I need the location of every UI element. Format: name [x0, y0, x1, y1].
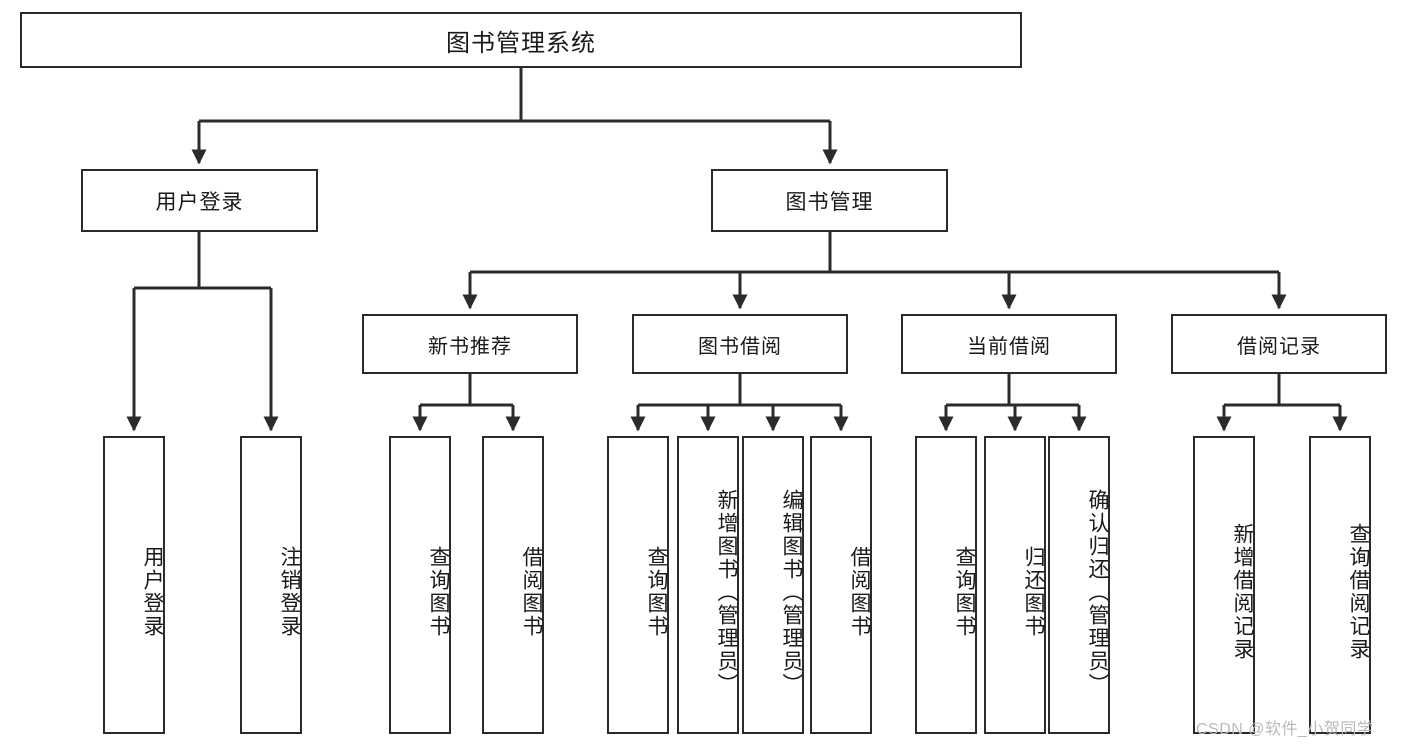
leaf-query-book-borrow[interactable]: 查询图书 — [607, 436, 669, 734]
node-borrow-record[interactable]: 借阅记录 — [1171, 314, 1387, 374]
leaf-query-book-current[interactable]: 查询图书 — [915, 436, 977, 734]
leaf-borrow-book[interactable]: 借阅图书 — [810, 436, 872, 734]
node-book-borrow[interactable]: 图书借阅 — [632, 314, 848, 374]
leaf-add-book-admin[interactable]: 新增图书（管理员） — [677, 436, 739, 734]
leaf-query-book-recommend[interactable]: 查询图书 — [389, 436, 451, 734]
watermark: CSDN @软件_小贺同学 — [1196, 721, 1374, 738]
node-current-borrow[interactable]: 当前借阅 — [901, 314, 1117, 374]
leaf-add-borrow-record[interactable]: 新增借阅记录 — [1193, 436, 1255, 734]
leaf-logout[interactable]: 注销登录 — [240, 436, 302, 734]
node-root-system[interactable]: 图书管理系统 — [20, 12, 1022, 68]
leaf-confirm-return-admin[interactable]: 确认归还（管理员） — [1048, 436, 1110, 734]
leaf-query-borrow-record[interactable]: 查询借阅记录 — [1309, 436, 1371, 734]
node-book-management[interactable]: 图书管理 — [711, 169, 948, 232]
leaf-borrow-book-recommend[interactable]: 借阅图书 — [482, 436, 544, 734]
node-new-book-recommend[interactable]: 新书推荐 — [362, 314, 578, 374]
leaf-edit-book-admin[interactable]: 编辑图书（管理员） — [742, 436, 804, 734]
leaf-user-login[interactable]: 用户登录 — [103, 436, 165, 734]
node-user-login[interactable]: 用户登录 — [81, 169, 318, 232]
leaf-return-book[interactable]: 归还图书 — [984, 436, 1046, 734]
